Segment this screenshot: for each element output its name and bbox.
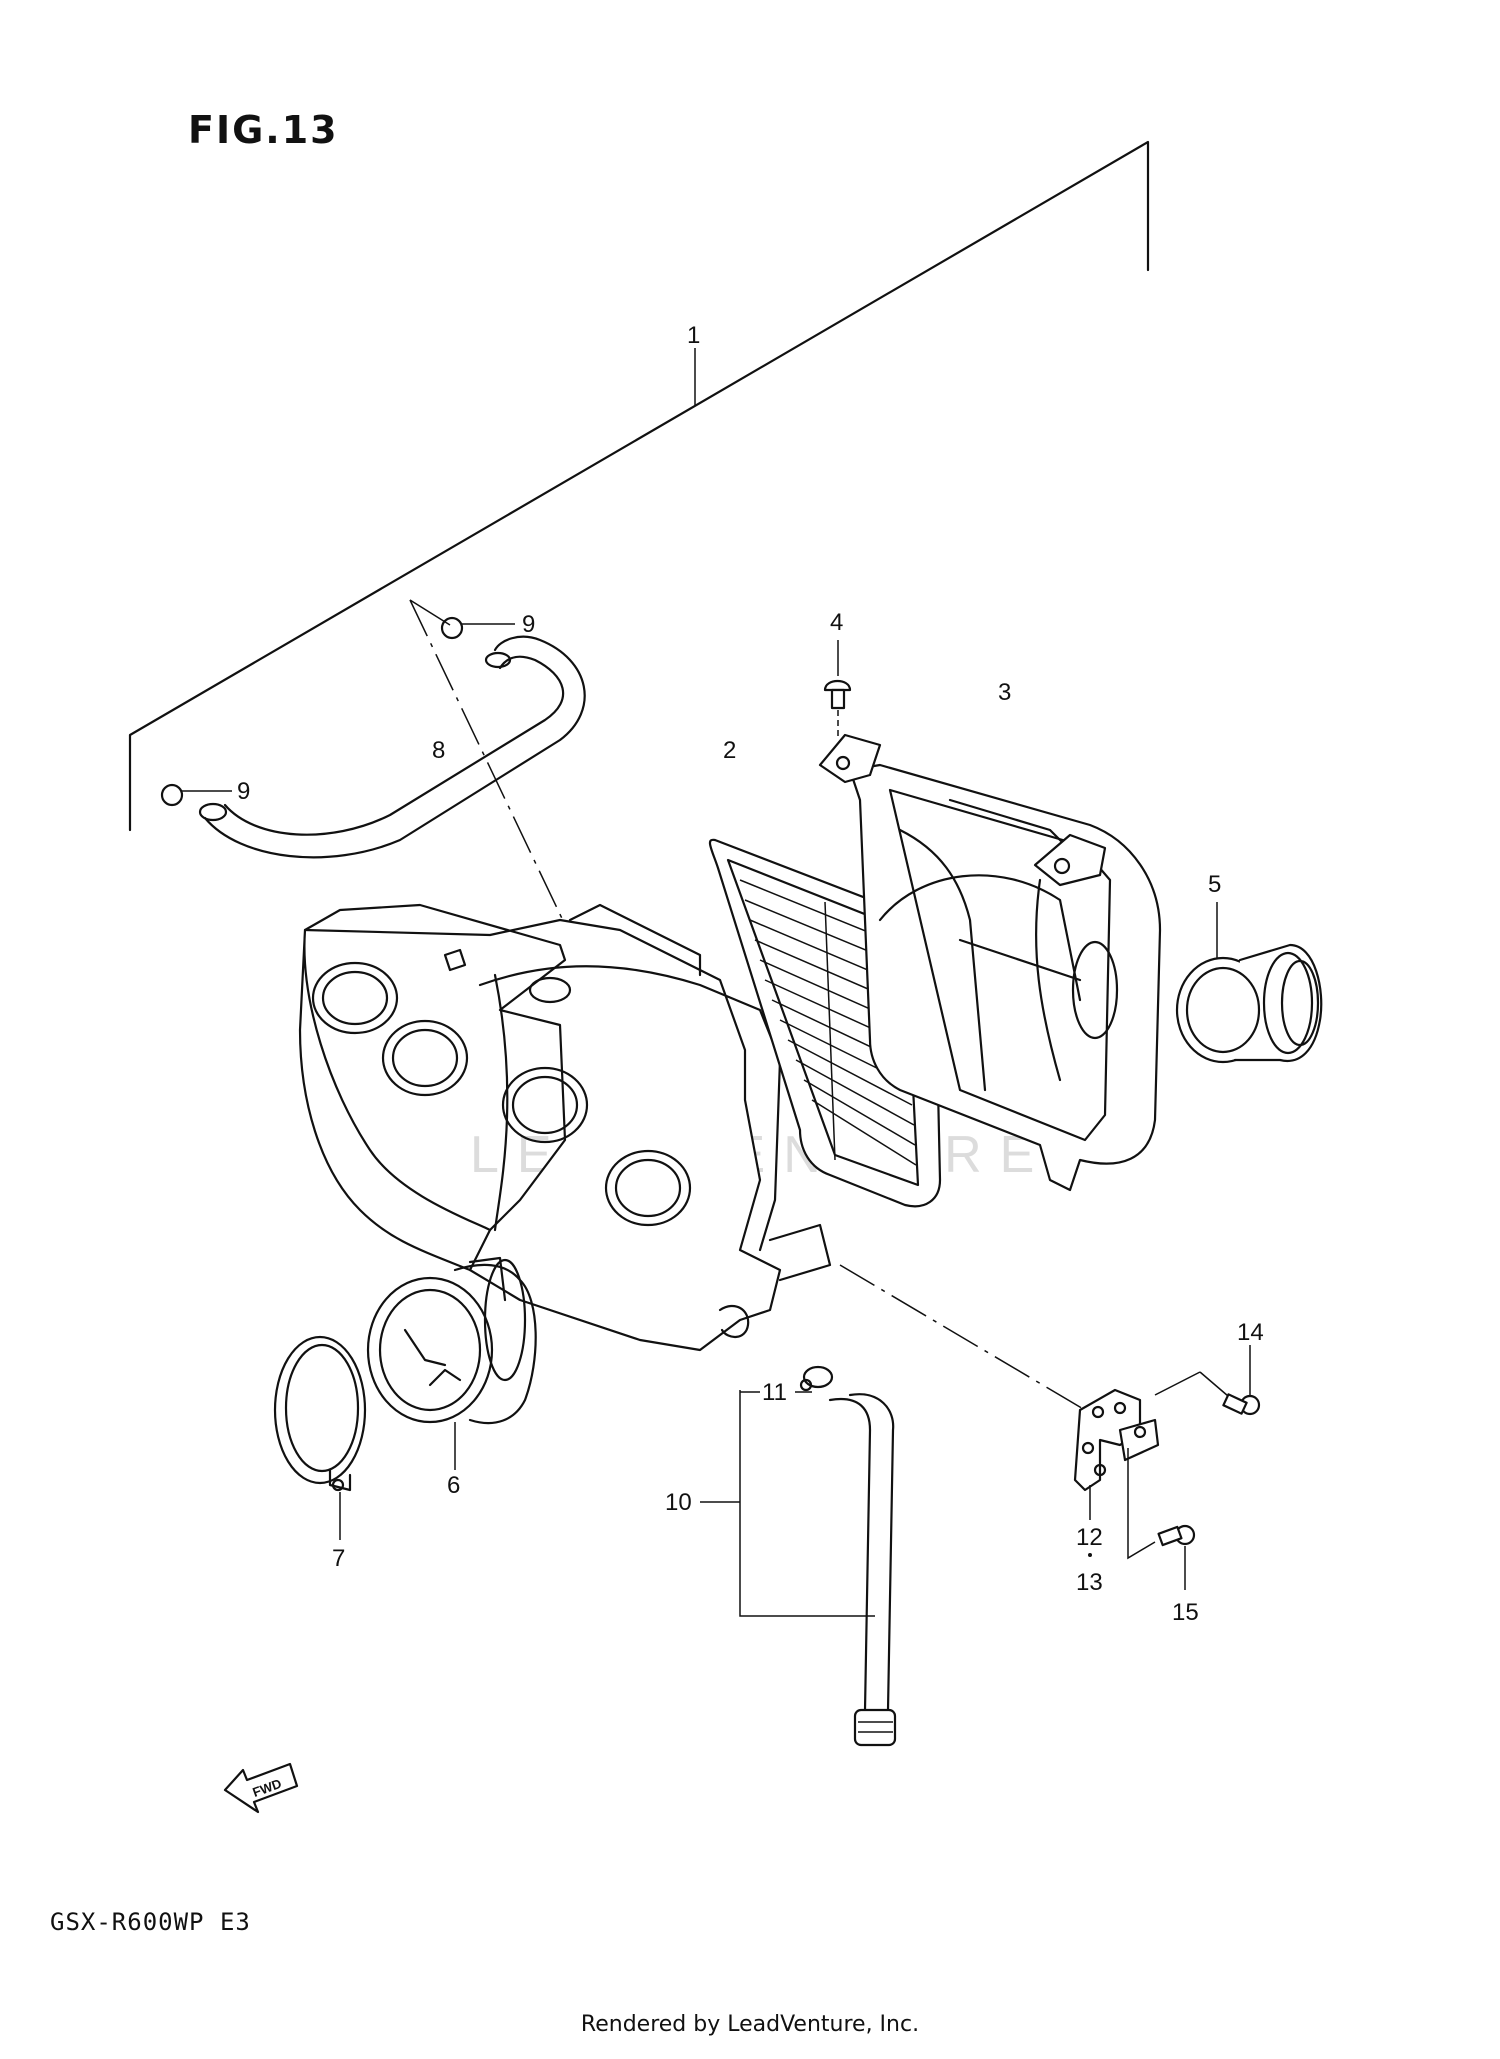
intake-duct-boot <box>366 1256 537 1470</box>
hose-clamp-upper <box>440 616 515 640</box>
drain-tube-clamp <box>795 1365 834 1393</box>
drain-tube <box>700 1390 897 1747</box>
callout-4: 4 <box>830 609 843 636</box>
rendered-by-credit: Rendered by LeadVenture, Inc. <box>580 2012 920 2037</box>
alignment-line-upper <box>409 599 621 1041</box>
hose-clamp-lower <box>160 783 232 807</box>
callout-5: 5 <box>1208 871 1221 898</box>
callout-9-upper: 9 <box>522 611 535 638</box>
model-code: GSX-R600WP E3 <box>50 1908 251 1936</box>
bolt-part-15 <box>1157 1524 1196 1590</box>
forward-direction-arrow: FWD <box>223 1762 299 1814</box>
callout-15: 15 <box>1172 1599 1199 1626</box>
air-cleaner-cap <box>818 733 1162 1192</box>
outlet-funnel <box>1175 902 1323 1064</box>
callout-13: 13 <box>1076 1569 1103 1596</box>
air-cleaner-case <box>298 903 832 1352</box>
intake-clamp-band <box>273 1335 367 1540</box>
callout-2: 2 <box>723 737 736 764</box>
callout-12: 12 <box>1076 1524 1103 1551</box>
callout-11: 11 <box>762 1379 787 1406</box>
assembly-bracket-1 <box>128 140 1150 832</box>
callout-9-lower: 9 <box>237 778 250 805</box>
callout-3: 3 <box>998 679 1011 706</box>
callout-6: 6 <box>447 1472 460 1499</box>
callout-1: 1 <box>687 322 700 349</box>
screw-part-4 <box>823 640 852 740</box>
callout-10: 10 <box>665 1489 692 1516</box>
callout-14: 14 <box>1237 1319 1264 1346</box>
callout-7: 7 <box>332 1545 345 1572</box>
bolt-part-14 <box>1199 1345 1261 1416</box>
callout-8: 8 <box>432 737 445 764</box>
callout-labels: 1 2 3 4 5 6 7 8 9 9 10 11 12 13 14 15 <box>237 322 1264 1626</box>
figure-title: FIG.13 <box>188 108 339 152</box>
mounting-bracket <box>839 1264 1201 1560</box>
breather-hose <box>198 635 586 859</box>
